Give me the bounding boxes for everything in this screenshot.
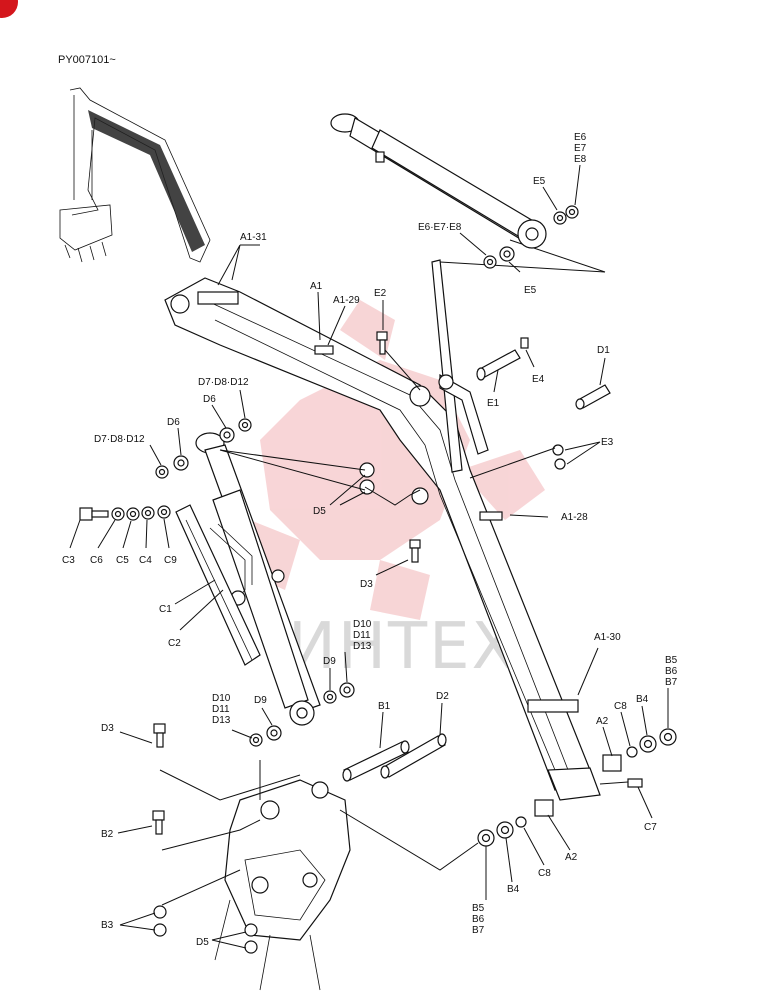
label-d1: D1 [597,345,610,356]
label-d10-right: D10 [353,619,372,630]
label-e5-top: E5 [533,176,546,187]
label-b4-low: B4 [507,884,520,895]
label-d11-left: D11 [212,704,230,715]
label-b7-right: B7 [665,677,678,688]
label-d9-right: D9 [323,656,336,667]
label-b6-low: B6 [472,914,485,925]
label-d3-mid: D3 [360,579,373,590]
label-d10-left: D10 [212,693,231,704]
label-b3: B3 [101,920,114,931]
label-b2: B2 [101,829,114,840]
label-c4: C4 [139,555,152,566]
label-b5-right: B5 [665,655,678,666]
pin-b1 [342,740,410,782]
label-a1-28: A1-28 [561,512,588,523]
label-b5-low: B5 [472,903,485,914]
label-c8-right: C8 [614,701,627,712]
serial-number: PY007101~ [58,54,116,66]
label-c9: C9 [164,555,177,566]
label-d13-right: D13 [353,641,372,652]
label-e7-top: E7 [574,143,587,154]
label-d5-mid: D5 [313,506,326,517]
label-a1-31: A1-31 [240,232,267,243]
excavator-thumbnail [59,87,211,263]
label-b7-low: B7 [472,925,485,936]
label-e2: E2 [374,288,387,299]
label-d6-left: D6 [167,417,180,428]
label-e1: E1 [487,398,500,409]
label-a1: A1 [310,281,323,292]
label-d7-d8-d12-left: D7·D8·D12 [94,434,145,445]
label-c3: C3 [62,555,75,566]
label-a1-30: A1-30 [594,632,621,643]
label-a1-29: A1-29 [333,295,360,306]
label-e6-e7-e8: E6·E7·E8 [418,222,462,233]
watermark-text: ИНТЕХ [288,610,517,684]
label-d11-right: D11 [353,630,371,641]
label-b6-right: B6 [665,666,678,677]
label-b4-right: B4 [636,694,649,705]
small-parts [79,205,677,954]
label-d9-left: D9 [254,695,267,706]
label-e4: E4 [532,374,545,385]
label-d6-top: D6 [203,394,216,405]
boom-top-bracket [431,239,606,473]
label-a2-right: A2 [596,716,609,727]
pin-d2 [380,733,447,779]
label-c8-low: C8 [538,868,551,879]
label-e6-top: E6 [574,132,587,143]
label-c7: C7 [644,822,657,833]
label-d5-low: D5 [196,937,209,948]
label-c2: C2 [168,638,181,649]
label-c6: C6 [90,555,103,566]
boom-assembly [164,277,601,801]
label-e3: E3 [601,437,614,448]
label-c1: C1 [159,604,172,615]
callout-labels: A1-31 A1 A1-29 E2 E6 E7 E8 E5 E6·E7·E8 E… [62,132,678,948]
pipe-bracket-c1 [175,504,261,666]
swing-bracket [214,779,351,991]
label-d2: D2 [436,691,449,702]
corner-badge [0,0,18,18]
arm-cylinder [330,113,547,249]
label-d13-left: D13 [212,715,231,726]
boom-cylinder [195,432,321,726]
label-d7-d8-d12-top: D7·D8·D12 [198,377,249,388]
label-c5: C5 [116,555,129,566]
label-b1: B1 [378,701,391,712]
label-a2-low: A2 [565,852,578,863]
label-e8-top: E8 [574,154,587,165]
leader-lines [69,164,669,949]
label-e5-mid: E5 [524,285,537,296]
label-d3-low: D3 [101,723,114,734]
